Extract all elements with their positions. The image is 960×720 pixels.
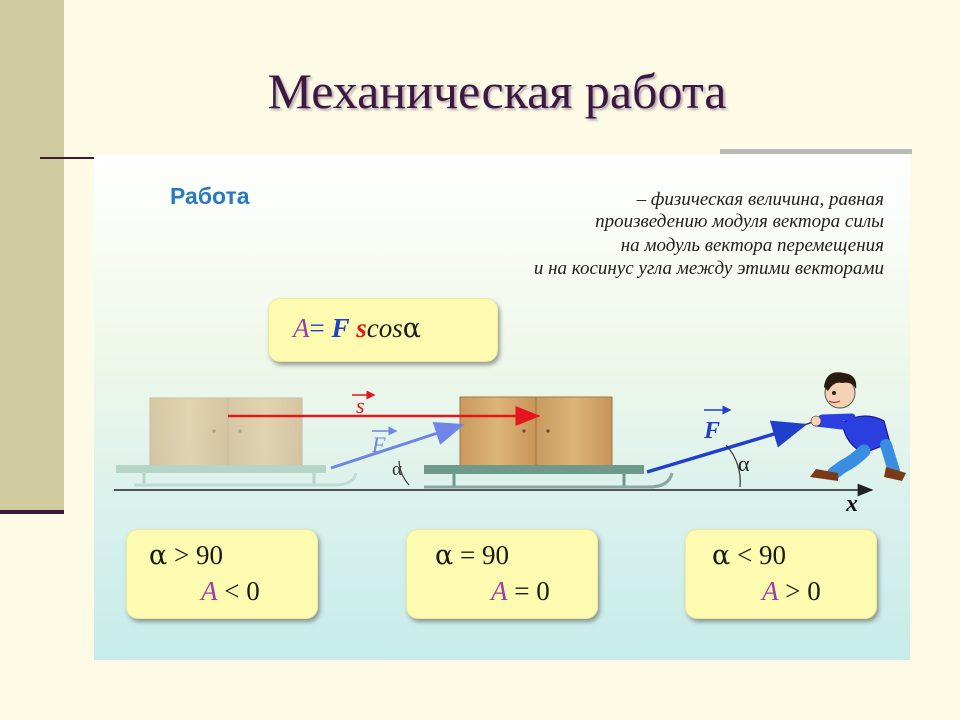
faded-crate-left-panel [149,397,229,469]
definition-line-4: и на косинус угла между этими векторами [533,258,884,279]
case-acute-box: α < 90 A > 0 [685,529,877,619]
case-acute-angle-op: < 90 [730,540,786,570]
crate-right-panel [535,396,613,470]
angle-arc [725,444,741,488]
formula-alpha: α [402,313,421,344]
angle-label: α [738,451,750,476]
formula-A: A [293,313,310,343]
case-obtuse-box: α > 90 A < 0 [126,529,318,619]
formula-F: F [331,313,350,343]
sled-diagram: s F α F α x [114,372,906,517]
case-right-A: A [491,576,508,606]
case-obtuse-work: A < 0 [201,576,260,607]
boy-figure [810,372,906,481]
f-faded-label: F [371,432,386,457]
decor-side-bar [0,0,64,512]
sled-group [424,396,674,489]
case-right-box: α = 90 A = 0 [406,529,598,619]
faded-sled-deck [116,465,326,473]
case-acute-work: A > 0 [762,576,821,607]
case-right-work: A = 0 [491,576,550,607]
sled-deck [424,465,644,474]
slide-title: Механическая работа [267,63,727,119]
faded-sled-runner [134,472,358,487]
case-right-alpha: α [435,540,454,571]
case-acute-work-op: > 0 [778,576,821,606]
case-right-work-op: = 0 [507,576,550,606]
case-acute-angle: α < 90 [712,540,786,571]
case-right-angle: α = 90 [435,540,509,571]
sled-runner [424,472,674,489]
case-obtuse-angle: α > 90 [149,540,223,571]
definition-line-2: произведению модуля вектора силы [595,211,884,232]
formula-equals: = [309,313,332,343]
decor-rule-left [40,157,95,159]
definition-line-1: – физическая величина, равная [636,189,884,210]
case-obtuse-angle-op: > 90 [167,540,223,570]
case-acute-A: A [762,576,779,606]
faded-crate-right-panel [227,397,303,469]
s-vector-label: s [356,393,365,418]
faded-sled-group [116,397,358,487]
formula-cos: cos [366,313,403,343]
crate-left-panel [459,396,537,470]
x-axis-label: x [845,491,858,517]
case-right-angle-op: = 90 [453,540,509,570]
f-vector-label: F [703,418,720,444]
formula-s: s [356,313,367,343]
definition-line-3: на модуль вектора перемещения [620,235,884,256]
work-formula: A= F scosα [293,313,421,344]
decor-rule-right [720,149,912,154]
force-vector [646,420,808,474]
force-vector-faded [330,422,465,470]
formula-box: A= F scosα [268,298,498,362]
case-acute-alpha: α [712,540,731,571]
case-obtuse-A: A [201,576,218,606]
case-obtuse-work-op: < 0 [217,576,260,606]
angle-arc-faded [398,460,410,486]
angle-label-faded: α [392,459,402,480]
illustration-panel: Работа – физическая величина, равная про… [94,155,910,660]
definition-term: Работа [170,183,250,209]
case-obtuse-alpha: α [149,540,168,571]
decor-side-bar-edge [0,510,64,514]
